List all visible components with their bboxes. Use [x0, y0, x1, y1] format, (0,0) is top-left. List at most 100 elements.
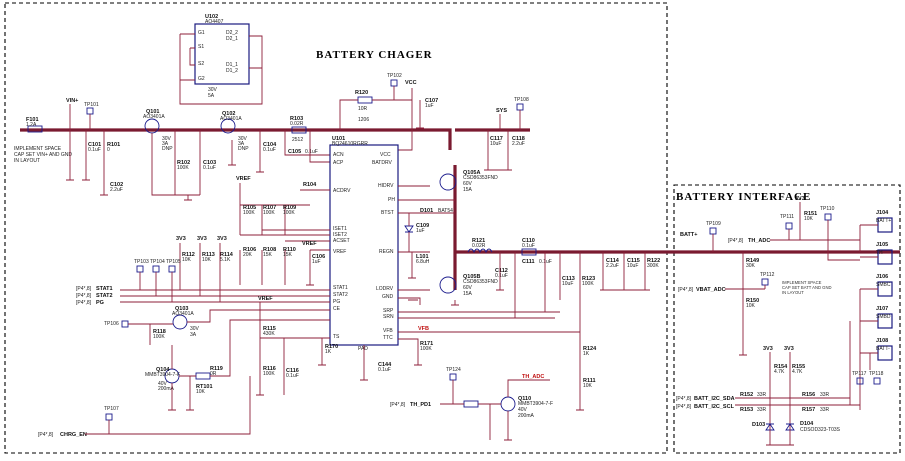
tp112[interactable] [761, 278, 769, 286]
r113-ref: R114 [220, 252, 234, 258]
tp124[interactable] [449, 373, 457, 381]
net-th-adc-left: TH_ADC [522, 374, 544, 380]
r111-val: 10K [182, 257, 192, 263]
u101-pin-pg: PG [333, 299, 340, 305]
r123-val: 1K [583, 351, 590, 357]
u102-switch [194, 23, 250, 85]
u101-pin-acn: ACN [333, 152, 344, 158]
tp109-label: TP109 [706, 221, 721, 227]
port-scl: [P4*,8] [676, 404, 692, 410]
u102-ref: U102 [205, 14, 218, 20]
u101-pin-vcc: VCC [380, 152, 391, 158]
q105b-part: CSD86353FND [463, 279, 498, 285]
r114-ref: R115 [263, 326, 276, 332]
q104-part: MMBT3904-7-F [145, 372, 180, 378]
r112-val: 10K [202, 257, 212, 263]
q110-part: MMBT3904-7-F [518, 401, 553, 407]
u101-pin-acset: ACSET [333, 238, 350, 244]
u101-pin-lodrv: LODRV [376, 286, 394, 292]
u101-pin-srn: SRN [383, 314, 394, 320]
r121-val: 0.1uF [522, 243, 535, 249]
j106-label: SMBC [876, 282, 891, 288]
r118-val: 10K [196, 389, 206, 395]
r107-val: 100K [263, 210, 275, 216]
c144-ref: R170 [325, 344, 338, 350]
c118-val: 2.2uF [512, 141, 525, 147]
j105-label: TH [876, 250, 883, 256]
tp117[interactable] [856, 377, 864, 385]
r124-val: 10K [583, 383, 593, 389]
tp107[interactable] [105, 413, 113, 421]
c103-ref: C103 [203, 160, 216, 166]
tp108-label: TP108 [514, 97, 529, 103]
j104-label: BATT+ [876, 218, 891, 224]
tp105[interactable] [168, 265, 176, 273]
r156-ref: R156 [802, 392, 815, 398]
u101-pin-srp: SRP [383, 308, 394, 314]
c106-val: 1uF [312, 259, 321, 265]
layout-note-3: IN LAYOUT [14, 158, 40, 164]
u101-pin-vfb: VFB [383, 328, 393, 334]
u101-part: BQ24610RGRR [332, 141, 368, 147]
q103-spec-v: 30V [190, 326, 200, 332]
net-vref-top: VREF [236, 176, 251, 182]
r103-pkg: 2512 [292, 137, 303, 143]
q104-spec-a: 200mA [158, 386, 175, 392]
u101-pin-acp: ACP [333, 160, 344, 166]
tp111[interactable] [785, 222, 793, 230]
r103-val: 0.02R [290, 121, 304, 127]
r149-val: 30K [746, 263, 756, 269]
c111-val: 0.1uF [495, 273, 508, 279]
net-i2c-scl: BATT_I2C_SCL [694, 404, 735, 410]
net-3v3-iface: 3V3 [795, 196, 805, 202]
vcc-bus [330, 128, 452, 150]
r106-ref: R106 [243, 247, 256, 253]
port-vbat: [P4*,8] [678, 287, 694, 293]
tp101[interactable] [86, 107, 94, 115]
q105b-spec-v: 60V [463, 285, 473, 291]
u102-pin-d22: D2_2 [226, 30, 238, 36]
net-vcc: VCC [405, 80, 417, 86]
q104-spec-v: 40V [158, 381, 168, 387]
tp103-label: TP103 [134, 259, 149, 265]
f101-ref: F101 [26, 117, 39, 123]
tp106[interactable] [121, 320, 129, 328]
c106-ref: C106 [312, 254, 325, 260]
r116-ref: R118 [153, 329, 166, 335]
q105a-mosfet [439, 173, 457, 191]
u101-pin-ph: PH [388, 197, 395, 203]
u102-wires [179, 33, 263, 105]
u102-pin-d21: D2_1 [226, 36, 238, 42]
tp104-label: TP104 [150, 259, 165, 265]
q105b-spec-a: 15A [463, 291, 473, 297]
r120-ref: R120 [355, 90, 368, 96]
q101-spec-v: 30V [162, 136, 172, 142]
q105a-spec-v: 60V [463, 181, 473, 187]
c107-ref: C107 [425, 98, 438, 104]
r121-ref: C110 [522, 238, 535, 244]
tp110[interactable] [824, 213, 832, 221]
tp104[interactable] [152, 265, 160, 273]
r108-val: 15K [263, 252, 273, 258]
c112-ref: C113 [562, 276, 575, 282]
r149-ref: R149 [746, 258, 759, 264]
r153-val: 33R [757, 407, 767, 413]
r120-pkg: 1206 [358, 117, 369, 123]
c113-ref: C114 [606, 258, 620, 264]
q110-ref: Q110 [518, 396, 531, 402]
r170-resistor [463, 400, 479, 408]
tp109[interactable] [709, 227, 717, 235]
q102-part: AO3401A [220, 116, 242, 122]
c105-val: 0.1uF [305, 149, 318, 155]
tp102[interactable] [390, 79, 398, 87]
tp108[interactable] [516, 103, 524, 111]
q102-spec-a: 3A [238, 141, 245, 147]
net-th-pd1: TH_PD1 [410, 402, 431, 408]
tp103[interactable] [136, 265, 144, 273]
net-vin: VIN+ [66, 98, 78, 104]
r114-val: 430K [263, 331, 275, 337]
port-stat2: [P4*,8] [76, 293, 92, 299]
r117-val: 0R [210, 371, 217, 377]
net-stat2: STAT2 [96, 293, 113, 299]
tp118[interactable] [873, 377, 881, 385]
